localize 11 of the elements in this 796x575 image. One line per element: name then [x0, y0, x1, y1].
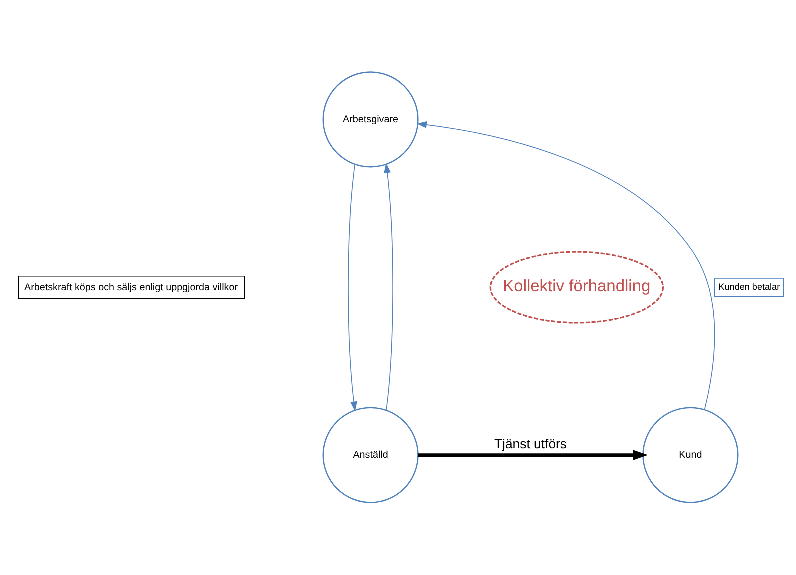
- arrow: [418, 450, 648, 460]
- edge-label: Kunden betalar: [718, 282, 780, 292]
- node-circle: Kund: [642, 407, 739, 504]
- node-ellipse: Kollektiv förhandling: [490, 251, 664, 324]
- arrow: [384, 163, 394, 411]
- arrow: [416, 122, 716, 410]
- node-circle: Anställd: [322, 407, 419, 504]
- node-circle: Arbetsgivare: [322, 72, 419, 168]
- edge-label: Tjänst utförs: [494, 436, 568, 452]
- arrow: [348, 164, 358, 412]
- label: Arbetskraft köps och säljs enligt uppgjorda villkor: [24, 282, 238, 294]
